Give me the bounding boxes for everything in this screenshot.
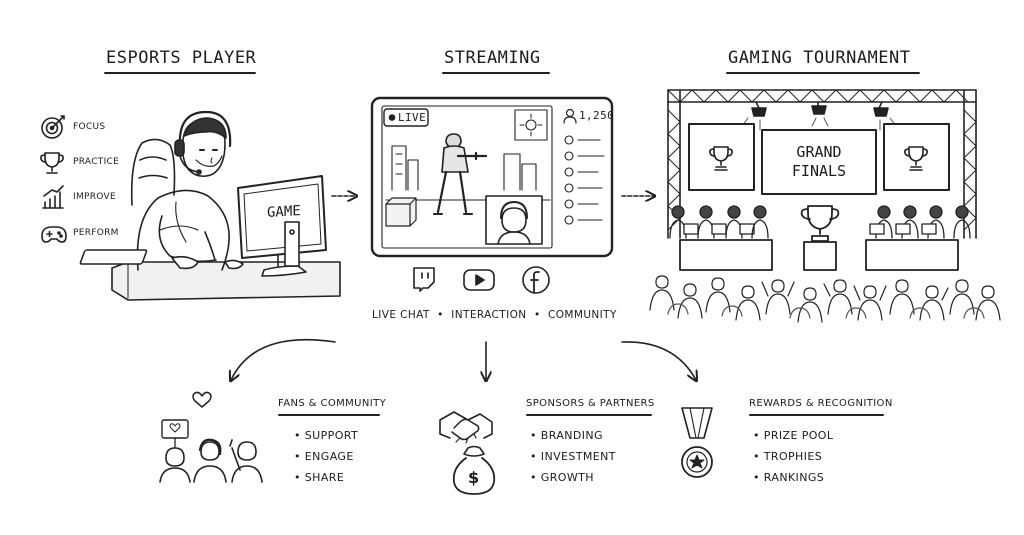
sponsors-list: BRANDING INVESTMENT GROWTH bbox=[530, 425, 616, 488]
monitor-text: GAME bbox=[267, 203, 301, 221]
section-title-rewards: REWARDS & RECOGNITION bbox=[749, 398, 893, 409]
list-item: BRANDING bbox=[530, 425, 616, 446]
money-bag-icon bbox=[452, 445, 496, 495]
section-underline bbox=[749, 414, 884, 416]
list-item: GROWTH bbox=[530, 467, 616, 488]
list-item: PRIZE POOL bbox=[753, 425, 833, 446]
trophy-icon bbox=[40, 152, 64, 174]
rewards-list: PRIZE POOL TROPHIES RANKINGS bbox=[753, 425, 833, 488]
bar-chart-icon bbox=[42, 185, 64, 209]
stream-features: LIVE CHAT • INTERACTION • COMMUNITY bbox=[372, 309, 617, 321]
section-title-sponsors: SPONSORS & PARTNERS bbox=[526, 398, 655, 409]
gamepad-icon bbox=[41, 226, 67, 243]
handshake-icon bbox=[439, 411, 493, 444]
section-title-fans: FANS & COMMUNITY bbox=[278, 398, 387, 409]
list-item: SUPPORT bbox=[294, 425, 358, 446]
skill-label: PRACTICE bbox=[73, 157, 120, 167]
list-item: SHARE bbox=[294, 467, 358, 488]
list-item: ENGAGE bbox=[294, 446, 358, 467]
skill-label: PERFORM bbox=[73, 228, 119, 238]
heading-gaming-tournament: GAMING TOURNAMENT bbox=[728, 48, 911, 68]
medal-icon bbox=[681, 407, 713, 478]
grand-finals-banner: GRAND FINALS bbox=[791, 143, 847, 180]
tournament-stage bbox=[649, 89, 1001, 323]
live-badge: LIVE bbox=[398, 111, 427, 124]
list-item: INVESTMENT bbox=[530, 446, 616, 467]
heading-streaming: STREAMING bbox=[444, 48, 541, 68]
list-item: TROPHIES bbox=[753, 446, 833, 467]
flow-arrow-to-rewards bbox=[621, 341, 696, 380]
facebook-icon bbox=[522, 266, 550, 294]
heading-underline bbox=[726, 72, 920, 74]
skill-label: FOCUS bbox=[73, 122, 106, 132]
money-symbol: $ bbox=[468, 468, 480, 487]
viewer-count: 1,250 bbox=[579, 109, 615, 122]
section-underline bbox=[526, 414, 652, 416]
player-desk-scene bbox=[79, 110, 341, 301]
list-item: RANKINGS bbox=[753, 467, 833, 488]
fans-illustration bbox=[159, 391, 263, 483]
heading-underline bbox=[442, 72, 550, 74]
section-underline bbox=[278, 414, 380, 416]
fans-list: SUPPORT ENGAGE SHARE bbox=[294, 425, 358, 488]
twitch-icon bbox=[413, 267, 435, 292]
youtube-icon bbox=[463, 269, 495, 291]
stream-screen bbox=[370, 96, 614, 258]
heading-esports-player: ESPORTS PLAYER bbox=[106, 48, 257, 68]
flow-arrow-to-fans bbox=[231, 338, 336, 380]
skill-label: IMPROVE bbox=[73, 192, 116, 202]
target-icon bbox=[41, 115, 65, 139]
heading-underline bbox=[104, 72, 256, 74]
